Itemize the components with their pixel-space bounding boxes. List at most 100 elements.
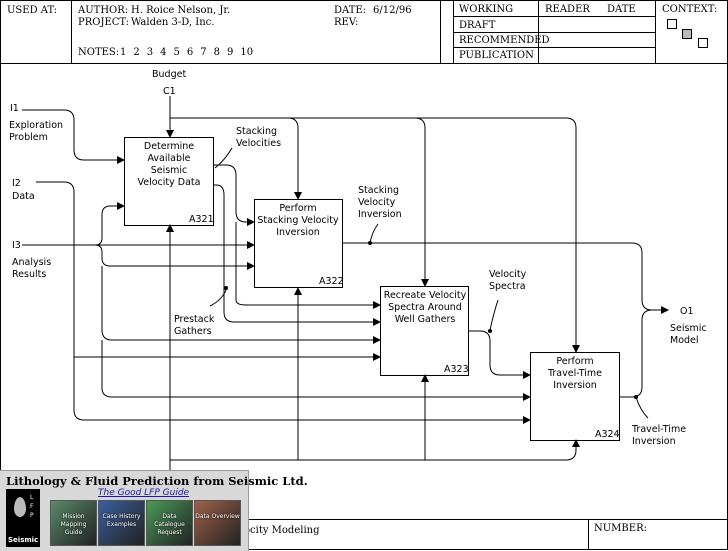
control-label: Budget bbox=[152, 69, 186, 80]
reader-date-label: DATE bbox=[607, 4, 636, 15]
squiggle-svi bbox=[369, 223, 379, 244]
note-10: 10 bbox=[240, 47, 254, 58]
lfp-logo-text: Seismic bbox=[8, 536, 39, 544]
status-draft: DRAFT bbox=[459, 20, 496, 31]
squiggle-velocity-spectra bbox=[489, 299, 499, 331]
box-title-a322-line-1: Perform bbox=[279, 203, 316, 214]
squiggle-prestack bbox=[209, 289, 227, 307]
arrow-c1-to-a323 bbox=[288, 117, 429, 287]
box-title-a321-line-4: Velocity Data bbox=[138, 177, 201, 188]
box-id-a323: A323 bbox=[444, 364, 469, 375]
arrow-i1 bbox=[22, 109, 125, 164]
input-i3-code: I3 bbox=[12, 240, 21, 251]
label-prestack-2: Gathers bbox=[174, 326, 212, 337]
arrow-a321-to-a322 bbox=[213, 164, 255, 226]
lfp-thumbnail-label: Data Overview bbox=[195, 513, 240, 520]
number-label: NUMBER: bbox=[594, 523, 647, 534]
author-value: H. Roice Nelson, Jr. bbox=[131, 5, 231, 16]
status-recommended: RECOMMENDED bbox=[459, 35, 550, 46]
box-title-a321-line-1: Determine bbox=[144, 141, 194, 152]
control-code: C1 bbox=[163, 86, 176, 97]
lfp-guide-link[interactable]: The Good LFP Guide bbox=[98, 488, 190, 498]
lfp-thumbnail-label: Mission Mapping Guide bbox=[60, 513, 87, 536]
label-prestack-1: Prestack bbox=[174, 314, 215, 325]
box-id-a321: A321 bbox=[189, 214, 214, 225]
label-svi-2: Velocity bbox=[358, 197, 396, 208]
arrow-prestack-gathers bbox=[235, 222, 381, 309]
input-i1-label-2: Problem bbox=[9, 132, 48, 143]
used-at-label: USED AT: bbox=[7, 5, 58, 16]
lfp-banner[interactable]: Lithology & Fluid Prediction from Seismi… bbox=[0, 470, 308, 551]
status-publication: PUBLICATION bbox=[459, 50, 534, 61]
date-value: 6/12/96 bbox=[373, 5, 412, 16]
rev-label: REV: bbox=[334, 17, 359, 28]
label-tti-1: Travel-Time bbox=[631, 424, 686, 435]
project-label: PROJECT: bbox=[78, 17, 130, 28]
arrow-i3-to-a321 bbox=[94, 202, 125, 246]
note-9: 9 bbox=[227, 47, 234, 58]
reader-label: READER bbox=[545, 4, 590, 15]
box-title-a324-line-2: Travel-Time bbox=[547, 368, 602, 379]
box-id-a322: A322 bbox=[319, 276, 344, 287]
box-title-a323-line-3: Well Gathers bbox=[395, 314, 456, 325]
arrow-a324-output bbox=[619, 309, 653, 398]
note-4: 4 bbox=[160, 47, 167, 58]
box-title-a321-line-3: Seismic bbox=[151, 165, 188, 176]
box-id-a324: A324 bbox=[595, 429, 620, 440]
arrow-a323-to-a324 bbox=[468, 330, 531, 379]
label-svi-3: Inversion bbox=[358, 209, 402, 220]
label-stacking-velocities-1: Stacking bbox=[236, 126, 277, 137]
lfp-thumbnail-3[interactable]: Data Catalogue Request bbox=[146, 500, 193, 546]
lfp-thumbnail-2[interactable]: Case History Examples bbox=[98, 500, 145, 546]
junction-dot bbox=[368, 241, 372, 245]
box-title-a322-line-2: Stacking Velocity bbox=[257, 215, 339, 226]
note-2: 2 bbox=[133, 47, 140, 58]
lfp-thumbnail-1[interactable]: Mission Mapping Guide bbox=[50, 500, 97, 546]
lfp-logo[interactable]: L F P Seismic bbox=[6, 489, 40, 547]
droplet-icon bbox=[14, 497, 26, 517]
lfp-logo-letters: L F P bbox=[30, 494, 34, 519]
status-working: WORKING bbox=[459, 4, 514, 15]
box-title-a324-line-1: Perform bbox=[556, 356, 593, 367]
label-velocity-spectra-2: Spectra bbox=[489, 281, 526, 292]
box-title-a322-line-3: Inversion bbox=[276, 227, 320, 238]
lfp-thumbnail-label: Case History Examples bbox=[102, 513, 141, 528]
junction-dot bbox=[488, 329, 492, 333]
context-label: CONTEXT: bbox=[662, 4, 718, 15]
date-label: DATE: bbox=[334, 5, 367, 16]
input-i1-code: I1 bbox=[10, 103, 19, 114]
arrow-i3-to-a323 bbox=[101, 266, 381, 344]
junction-dot bbox=[224, 286, 228, 290]
box-title-a323-line-1: Recreate Velocity bbox=[384, 290, 467, 301]
footer-title: ocity Modeling bbox=[244, 525, 320, 536]
note-8: 8 bbox=[213, 47, 220, 58]
label-svi-1: Stacking bbox=[358, 185, 399, 196]
label-tti-2: Inversion bbox=[632, 436, 676, 447]
box-title-a323-line-2: Spectra Around bbox=[388, 302, 462, 313]
box-title-a324-line-3: Inversion bbox=[553, 380, 597, 391]
squiggle-tti bbox=[635, 396, 649, 419]
box-title-a321-line-2: Available bbox=[147, 153, 190, 164]
note-3: 3 bbox=[146, 47, 154, 58]
note-5: 5 bbox=[173, 47, 180, 58]
arrow-mech-a324 bbox=[170, 439, 580, 461]
arrow-c1-to-a324 bbox=[415, 117, 580, 353]
squiggle-stacking-velocities bbox=[214, 147, 233, 169]
notes-label: NOTES: bbox=[78, 47, 120, 58]
arrow-a322-output bbox=[342, 242, 669, 314]
input-i3-label-1: Analysis bbox=[12, 257, 51, 268]
project-value: Walden 3-D, Inc. bbox=[131, 17, 215, 28]
arrow-i2-to-a324 bbox=[36, 181, 531, 424]
input-i2-code: I2 bbox=[12, 178, 21, 189]
arrow-i3-to-a324 bbox=[101, 340, 531, 401]
input-i3-label-2: Results bbox=[12, 269, 46, 280]
note-6: 6 bbox=[186, 47, 194, 58]
note-7: 7 bbox=[200, 47, 207, 58]
input-i1-label-1: Exploration bbox=[9, 120, 63, 131]
lfp-thumbnail-label: Data Catalogue Request bbox=[154, 513, 185, 536]
lfp-thumbnail-4[interactable]: Data Overview bbox=[194, 500, 241, 546]
output-label-2: Model bbox=[670, 335, 699, 346]
arrow-a321-to-a323 bbox=[213, 184, 381, 326]
